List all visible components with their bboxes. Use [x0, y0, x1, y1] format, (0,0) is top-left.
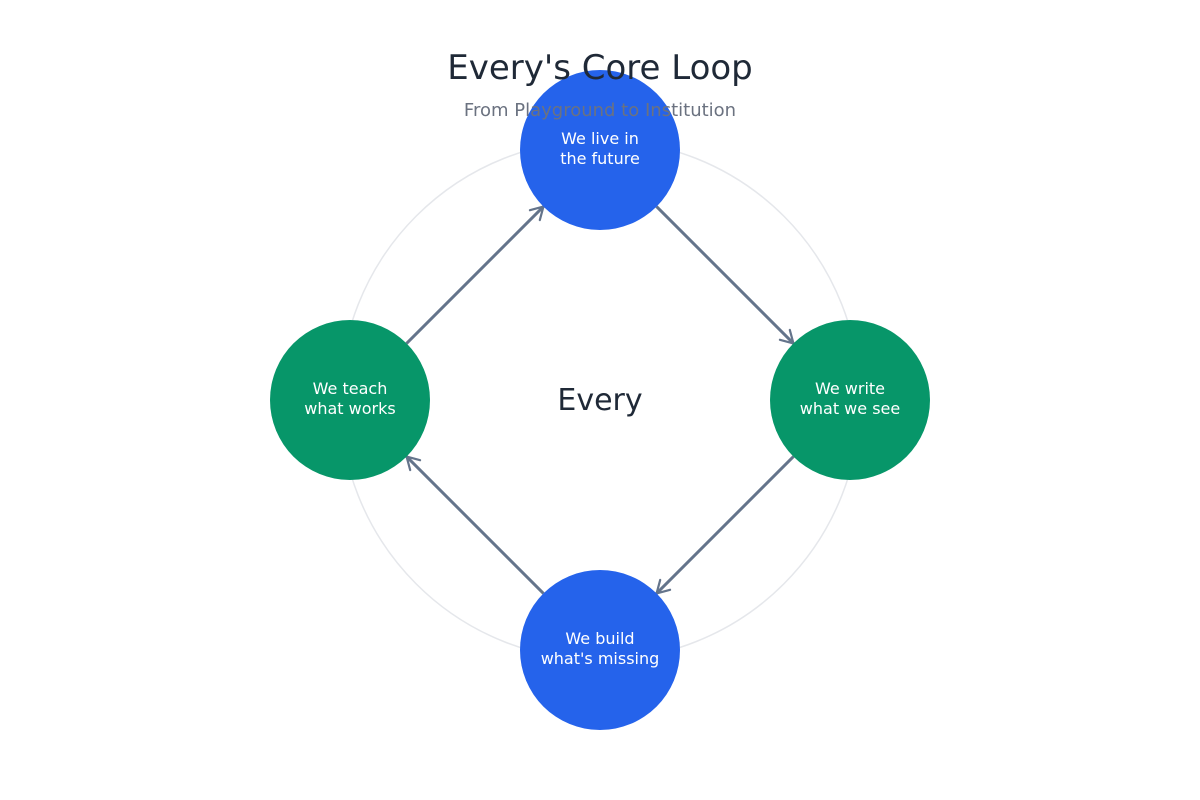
arrow-head [778, 328, 795, 345]
node-write: We write what we see [770, 320, 930, 480]
node-build: We build what's missing [520, 570, 680, 730]
node-build-line-1: We build [565, 629, 634, 648]
arrow-teach-to-live [405, 205, 545, 345]
node-teach: We teach what works [270, 320, 430, 480]
arrow-shaft [405, 455, 545, 595]
node-teach-line-1: We teach [313, 379, 388, 398]
arrow-live-to-write [655, 205, 795, 345]
arrow-head [405, 455, 422, 472]
node-live-line-1: We live in [561, 129, 639, 148]
node-live-circle [520, 70, 680, 230]
loop-edges [405, 205, 795, 595]
node-build-circle [520, 570, 680, 730]
arrow-shaft [655, 205, 795, 345]
node-build-line-2: what's missing [541, 649, 660, 668]
node-write-line-1: We write [815, 379, 885, 398]
arrow-shaft [405, 205, 545, 345]
center-label: Every [557, 383, 642, 418]
node-live: We live in the future [520, 70, 680, 230]
diagram-subtitle: From Playground to Institution [464, 100, 736, 121]
arrow-build-to-teach [405, 455, 545, 595]
node-write-circle [770, 320, 930, 480]
arrow-head [528, 205, 545, 222]
node-live-line-2: the future [560, 149, 640, 168]
arrow-write-to-build [655, 455, 795, 595]
arrow-shaft [655, 455, 795, 595]
node-teach-circle [270, 320, 430, 480]
arrow-head [655, 578, 672, 595]
node-teach-line-2: what works [304, 399, 395, 418]
node-write-line-2: what we see [800, 399, 900, 418]
diagram-title: Every's Core Loop [447, 48, 753, 88]
